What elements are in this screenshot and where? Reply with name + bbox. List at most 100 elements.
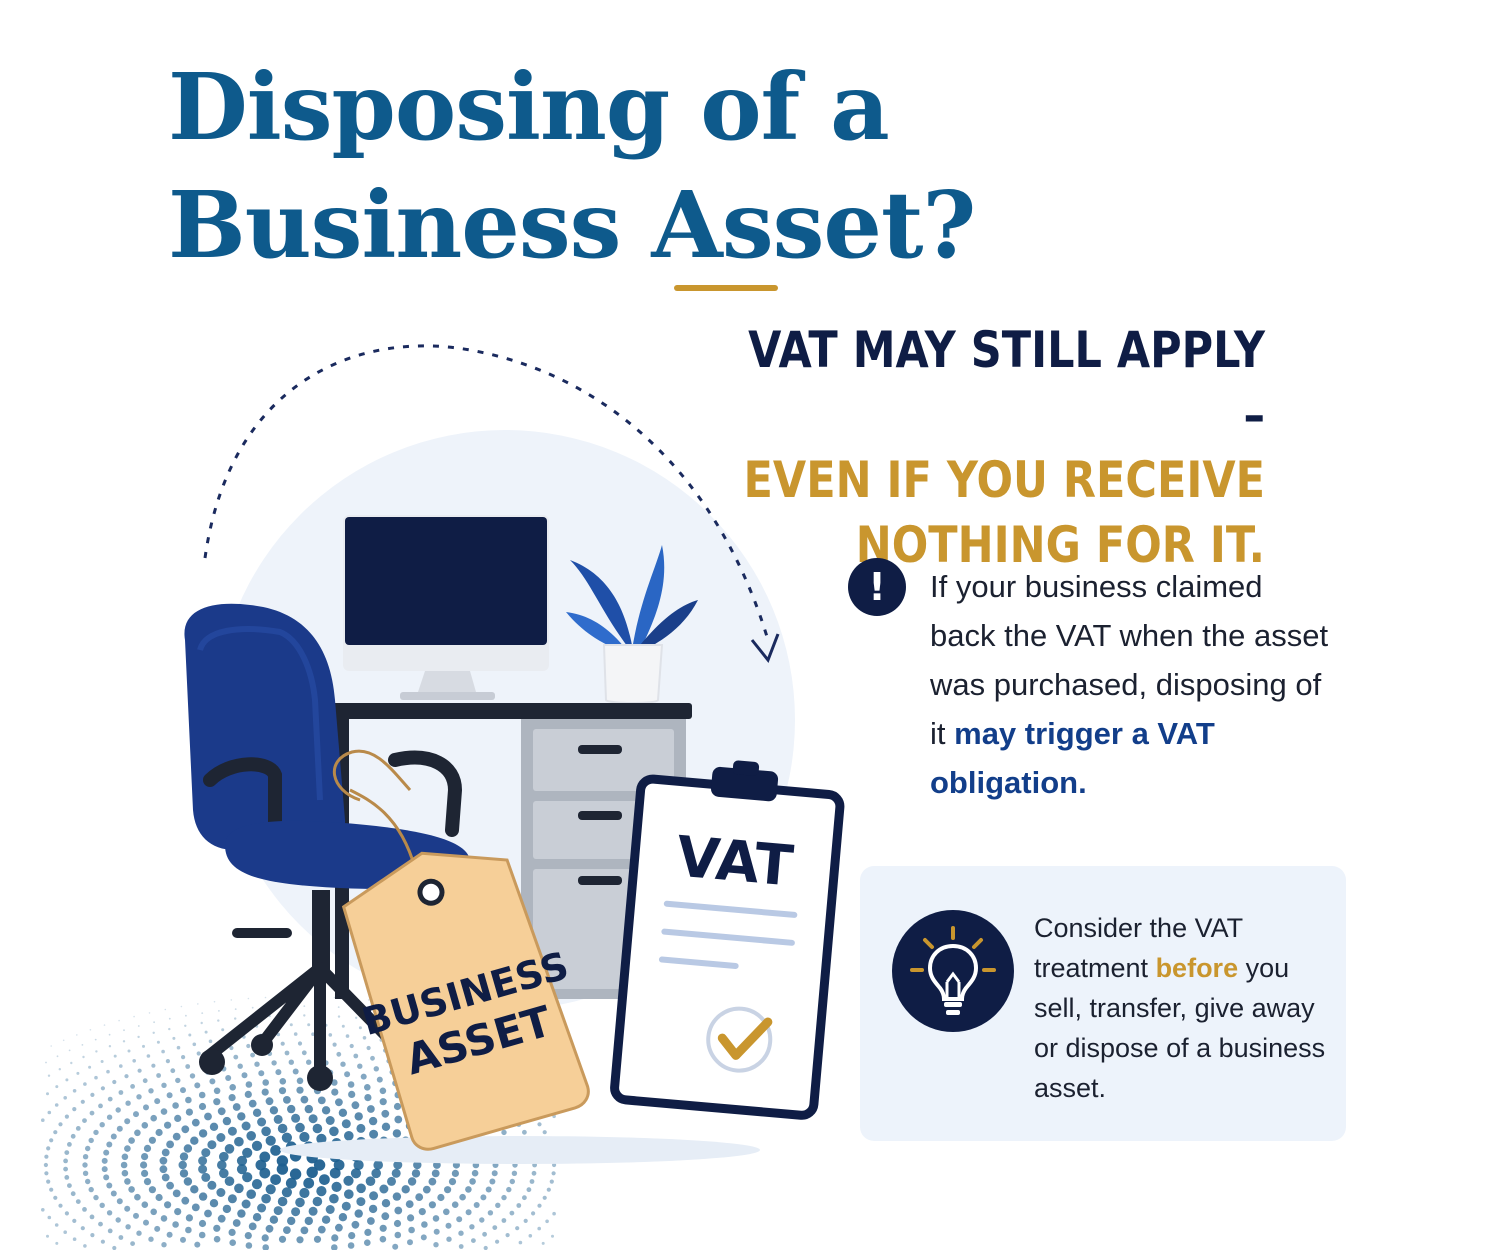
halftone-dot [479,1217,485,1223]
halftone-dot [76,1071,80,1075]
halftone-dot [335,1098,343,1107]
halftone-dot [394,1231,402,1239]
halftone-dot [387,1176,396,1186]
halftone-dot [229,1084,236,1091]
halftone-dot [407,1214,415,1222]
halftone-dot [118,1019,120,1022]
halftone-dot [233,1054,239,1060]
halftone-dot [325,1205,335,1214]
halftone-dot [133,1111,139,1118]
halftone-dot [551,1234,554,1238]
page-title: Disposing of a Business Asset? [168,53,976,279]
halftone-dot [116,1198,123,1205]
halftone-dot [58,1122,63,1127]
halftone-dot [160,1108,168,1115]
halftone-dot [537,1122,542,1127]
halftone-dot [237,1209,246,1218]
halftone-dot [364,1094,372,1102]
halftone-dot [179,1169,189,1178]
halftone-dot [341,1119,351,1129]
halftone-dot [392,1192,402,1201]
halftone-dot [175,1077,181,1084]
halftone-dot [367,1217,375,1225]
halftone-dot [541,1241,545,1245]
halftone-dot [401,1185,410,1194]
halftone-dot [41,1118,45,1122]
halftone-dot [198,1091,206,1099]
halftone-dot [277,1123,288,1134]
halftone-dot [46,1234,49,1238]
halftone-dot [123,1029,125,1032]
halftone-dot [329,1167,341,1179]
halftone-dot [537,1203,542,1208]
halftone-dot [224,1144,235,1154]
halftone-dot [161,1049,165,1054]
halftone-dot [542,1195,547,1200]
halftone-dot [542,1130,547,1135]
halftone-dot [120,1161,128,1169]
halftone-dot [221,1028,225,1032]
halftone-dot [367,999,370,1001]
halftone-dot [349,1043,354,1049]
halftone-dot [148,1136,156,1144]
halftone-dot [241,1199,251,1209]
title-divider [674,285,778,291]
halftone-dot [357,1063,363,1069]
halftone-dot [295,1122,305,1133]
halftone-dot [207,1180,217,1190]
halftone-dot [185,1096,192,1104]
halftone-dot [204,1030,208,1034]
halftone-dot [164,1121,172,1129]
halftone-dot [451,1169,459,1177]
halftone-dot [348,1090,356,1098]
halftone-dot [531,1211,536,1216]
halftone-dot [64,1150,70,1155]
halftone-dot [246,1131,256,1141]
halftone-dot [181,1196,190,1205]
halftone-dot [379,1087,387,1095]
halftone-dot [98,1103,103,1109]
halftone-dot [351,1220,360,1229]
halftone-dot [67,1142,72,1147]
halftone-dot [156,1073,162,1078]
halftone-dot [72,1089,77,1093]
halftone-dot [353,1053,359,1059]
halftone-dot [340,1061,346,1067]
halftone-dot [209,1122,219,1132]
halftone-dot [159,1165,168,1174]
halftone-dot [166,1140,175,1149]
halftone-dot [451,1201,459,1208]
halftone-dot [428,1201,436,1209]
exclamation-icon: ! [848,558,906,616]
halftone-dot [356,1123,366,1133]
halftone-dot [161,1148,170,1157]
halftone-dot [56,1055,59,1058]
halftone-dot [281,1132,292,1143]
halftone-dot [100,1086,105,1091]
halftone-dot [379,1184,389,1194]
halftone-dot [146,1054,151,1058]
business-asset-tag-icon: BUSINESS ASSET [341,851,590,1151]
halftone-dot [331,1234,339,1242]
halftone-dot [501,1218,507,1223]
warning-text-body: If your business claimed back the VAT wh… [930,569,1329,751]
halftone-dot [172,1189,181,1198]
halftone-dot [480,1194,487,1201]
halftone-dot [275,1069,282,1076]
halftone-dot [224,1176,235,1186]
halftone-dot [213,1235,221,1243]
halftone-dot [185,1108,193,1116]
halftone-dot [148,1236,154,1242]
halftone-dot [207,1140,217,1150]
halftone-dot [194,1241,201,1248]
halftone-dot [156,1040,160,1044]
halftone-dot [227,1194,237,1204]
halftone-dot [300,1226,309,1235]
halftone-dot [344,1189,354,1199]
halftone-dot [522,1129,527,1135]
halftone-dot [154,1098,161,1105]
halftone-dot [118,1235,124,1240]
halftone-dot [244,1232,252,1240]
halftone-dot [216,1188,226,1197]
halftone-dot [413,1160,422,1170]
